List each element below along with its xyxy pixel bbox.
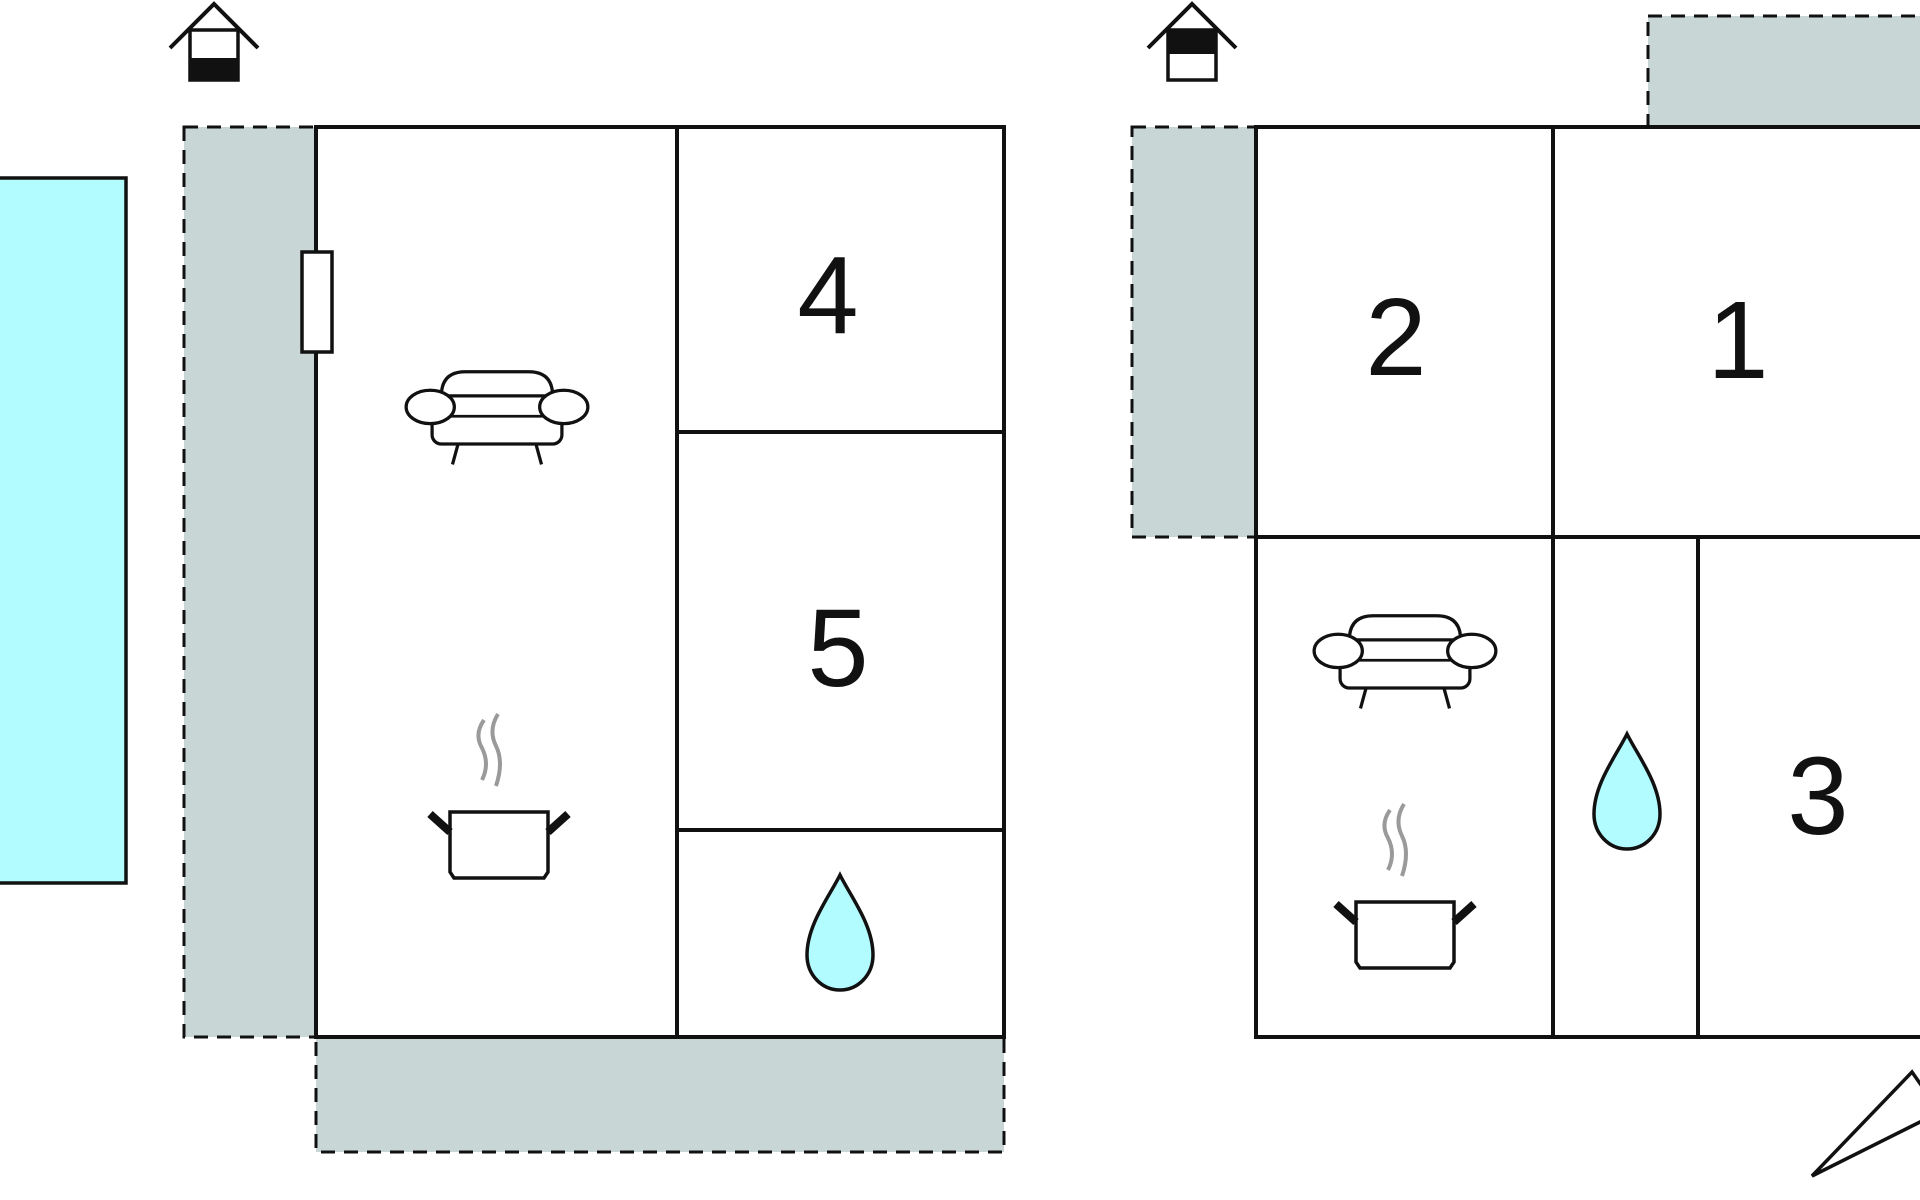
terrace-south xyxy=(314,1035,1006,1154)
house-lower-floor-icon xyxy=(168,1,260,82)
room-number-4: 4 xyxy=(797,234,858,357)
room-number-5: 5 xyxy=(807,587,868,710)
room-number-2: 2 xyxy=(1365,276,1426,399)
building-upper xyxy=(1254,125,1920,1039)
terrace-north xyxy=(1646,14,1920,129)
plan-upper-floor: 2 1 3 xyxy=(1130,1,1920,1178)
terrace-west xyxy=(182,125,318,1039)
building-lower xyxy=(314,125,1006,1039)
room-number-1: 1 xyxy=(1707,279,1768,402)
pool xyxy=(0,176,128,885)
door-icon xyxy=(300,250,334,354)
plan-lower-floor: 4 5 xyxy=(0,1,1006,1154)
room-number-3: 3 xyxy=(1787,735,1848,858)
house-upper-floor-icon xyxy=(1146,1,1238,82)
compass-north-arrow-icon xyxy=(1810,1069,1920,1178)
terrace-west-upper xyxy=(1130,125,1258,539)
